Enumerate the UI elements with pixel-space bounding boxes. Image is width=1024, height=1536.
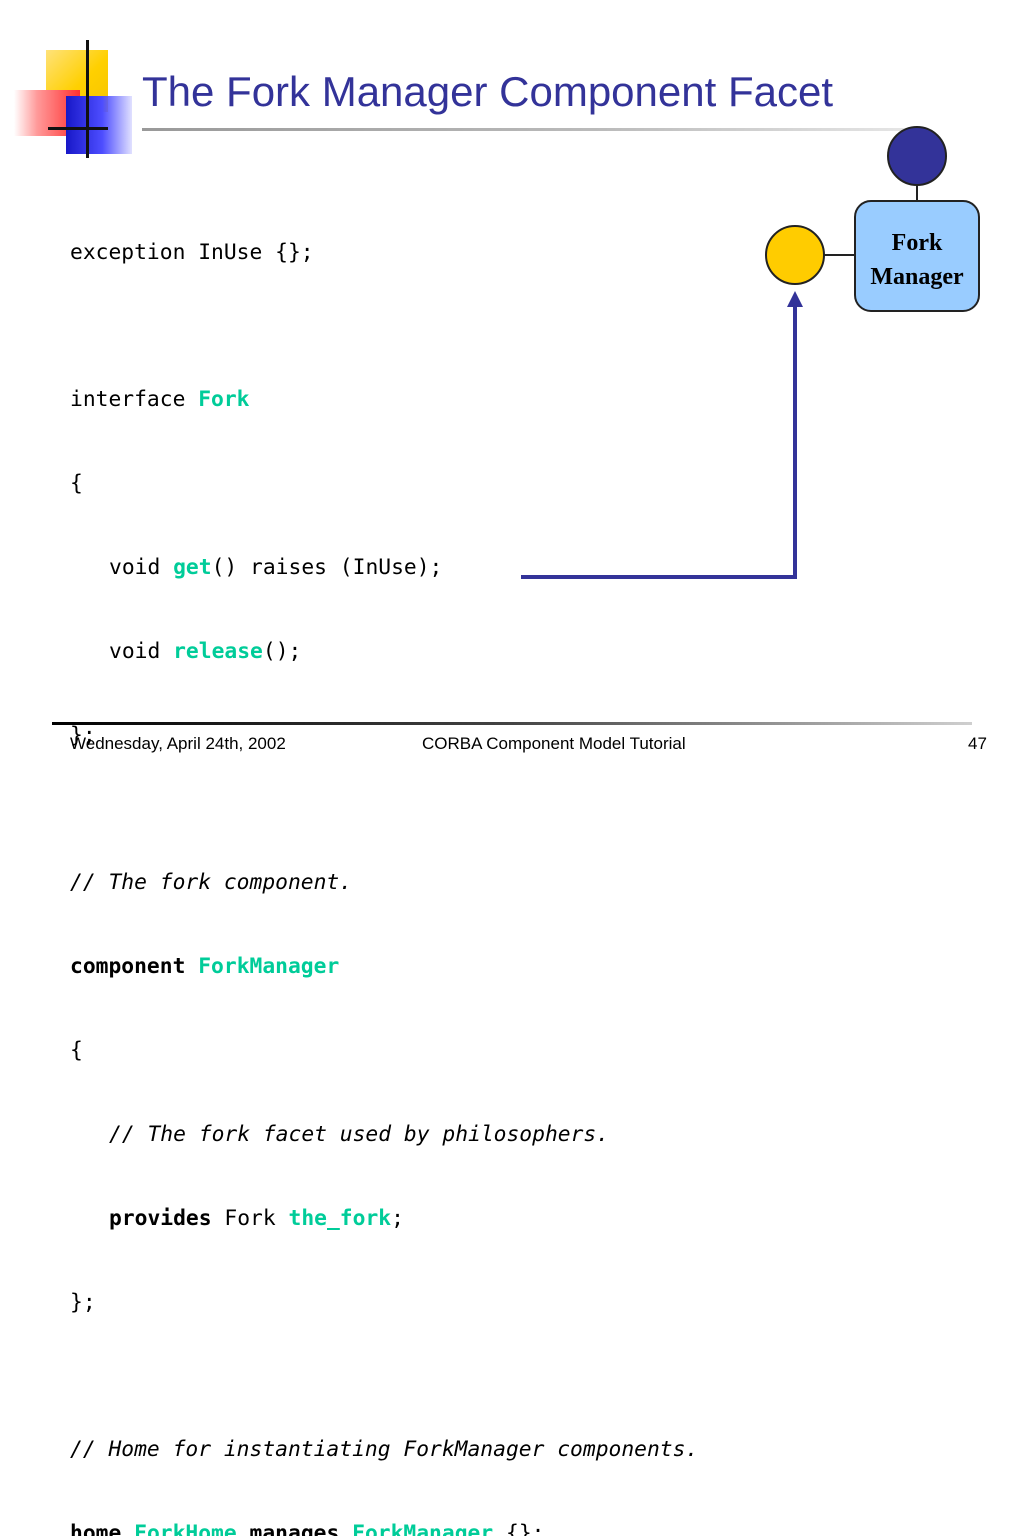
- code-identifier: Fork: [198, 387, 250, 412]
- code-keyword: home: [70, 1521, 122, 1536]
- code-line: };: [70, 1286, 698, 1320]
- code-line: interface Fork: [70, 383, 698, 417]
- code-comment-line: // The fork component.: [70, 866, 698, 900]
- code-text: [121, 1521, 134, 1536]
- code-text: [339, 1521, 352, 1536]
- code-keyword: component: [70, 954, 186, 979]
- code-comment-line: // The fork facet used by philosophers.: [70, 1118, 698, 1152]
- idl-code-block: exception InUse {}; interface Fork { voi…: [70, 186, 698, 1536]
- code-comment: // The fork component.: [70, 870, 353, 895]
- receptacle-circle: [887, 126, 947, 186]
- facet-arrow-line: [521, 304, 797, 579]
- code-comment: // Home for instantiating ForkManager co…: [70, 1437, 699, 1462]
- code-text: [237, 1521, 250, 1536]
- component-label-line2: Manager: [870, 264, 964, 290]
- code-text: void: [109, 639, 174, 664]
- code-identifier: ForkHome: [134, 1521, 237, 1536]
- code-line: exception InUse {};: [70, 236, 698, 270]
- footer-title: CORBA Component Model Tutorial: [422, 734, 686, 753]
- component-diagram: [521, 126, 980, 579]
- code-text: {: [70, 1038, 83, 1063]
- code-text: {};: [493, 1521, 545, 1536]
- facet-circle: [765, 225, 825, 285]
- fork-manager-component-box: [854, 200, 980, 312]
- code-keyword: manages: [249, 1521, 340, 1536]
- code-line: void release();: [70, 635, 698, 669]
- code-text: };: [70, 1290, 96, 1315]
- code-text: };: [70, 723, 96, 748]
- page-number: 47: [968, 734, 987, 753]
- code-text: interface: [70, 387, 199, 412]
- code-keyword: provides: [109, 1206, 212, 1231]
- code-line: };: [70, 719, 698, 753]
- code-identifier: get: [173, 555, 212, 580]
- code-text: {: [70, 471, 83, 496]
- slide-title: The Fork Manager Component Facet: [142, 68, 833, 115]
- code-text: ;: [391, 1206, 404, 1231]
- code-text: ();: [262, 639, 302, 664]
- code-line: void get() raises (InUse);: [70, 551, 698, 585]
- logo-blue-square: [66, 96, 132, 154]
- facet-arrow-head: [787, 291, 803, 307]
- logo-vertical-line: [86, 40, 89, 158]
- footer-date: Wednesday, April 24th, 2002: [70, 734, 286, 753]
- code-identifier: ForkManager: [352, 1521, 494, 1536]
- title-underline: [142, 128, 912, 131]
- code-line: {: [70, 467, 698, 501]
- slide-logo: [0, 0, 140, 170]
- code-text: [185, 954, 198, 979]
- code-comment-line: // Home for instantiating ForkManager co…: [70, 1433, 698, 1467]
- code-text: exception InUse {};: [70, 240, 314, 265]
- code-line: component ForkManager: [70, 950, 698, 984]
- code-identifier: the_fork: [288, 1206, 392, 1231]
- logo-horizontal-line: [48, 127, 108, 130]
- component-label: Fork Manager: [855, 226, 979, 294]
- code-text: Fork: [211, 1206, 289, 1231]
- code-line: {: [70, 1034, 698, 1068]
- code-line: provides Fork the_fork;: [70, 1202, 698, 1236]
- code-text: void: [109, 555, 174, 580]
- code-identifier: ForkManager: [198, 954, 340, 979]
- code-text: () raises (InUse);: [211, 555, 443, 580]
- code-comment: // The fork facet used by philosophers.: [109, 1122, 610, 1147]
- footer-divider: [52, 722, 972, 725]
- code-identifier: release: [173, 639, 263, 664]
- code-line: home ForkHome manages ForkManager {};: [70, 1517, 698, 1536]
- component-label-line1: Fork: [891, 230, 943, 256]
